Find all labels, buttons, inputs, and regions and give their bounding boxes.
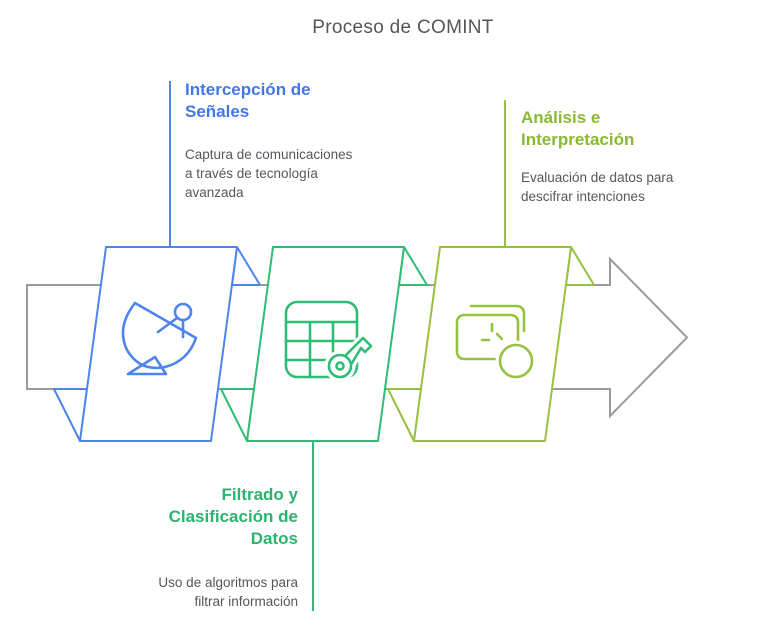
step2-title: Filtrado y Clasificación de Datos	[168, 485, 298, 548]
satellite-dish-icon	[121, 301, 198, 376]
step1-description: Captura de comunicaciones a través de te…	[185, 147, 353, 200]
table-key-icon	[284, 300, 376, 382]
banner-face	[246, 246, 405, 442]
banner-analisis	[387, 246, 595, 442]
screens-impact-icon	[455, 304, 537, 382]
step3-title: Análisis e Interpretación	[521, 108, 635, 149]
key-hole	[335, 361, 345, 371]
front-screen	[455, 313, 520, 361]
key-stem	[343, 336, 373, 365]
step3-description: Evaluación de datos para descifrar inten…	[521, 170, 674, 204]
dish-bowl	[121, 301, 198, 370]
callout-connectors	[169, 81, 506, 611]
step2-description: Uso de algoritmos para filtrar informaci…	[158, 575, 298, 609]
banner-face	[79, 246, 238, 442]
dish-struts	[156, 316, 185, 339]
table-grid	[284, 320, 359, 379]
page-title: Proceso de COMINT	[312, 17, 494, 38]
step1-title: Intercepción de Señales	[185, 80, 311, 121]
back-screen	[469, 304, 526, 333]
impact-sparks	[480, 322, 504, 342]
banner-face	[413, 246, 572, 442]
banner-intercepcion	[53, 246, 261, 442]
dish-stand	[126, 355, 168, 376]
banner-filtrado	[220, 246, 428, 442]
impact-circle	[498, 343, 534, 379]
key-head	[327, 353, 353, 379]
